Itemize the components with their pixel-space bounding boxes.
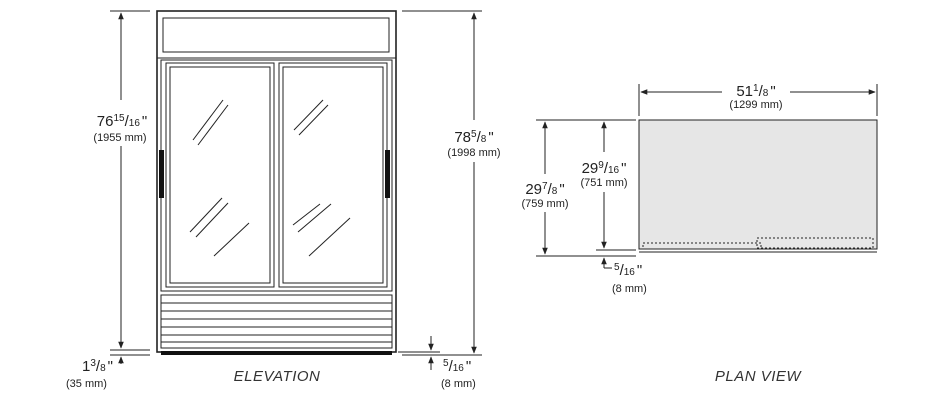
dim-door-offset: 5/16" <box>614 262 642 279</box>
elevation-caption: ELEVATION <box>234 368 321 385</box>
dim-depth-total: 297/8" <box>525 181 564 198</box>
dim-width: 511/8" <box>736 83 775 100</box>
left-door <box>165 62 275 288</box>
plan-cabinet <box>638 119 878 250</box>
leveling-base <box>161 351 392 355</box>
dim-depth-total-mm: (759 mm) <box>521 198 568 210</box>
base-grille <box>160 294 393 349</box>
left-door-handle <box>159 150 164 198</box>
left-door-glass <box>169 66 271 284</box>
elevation-view: 7615/16" (1955 mm) 13/8" (35 mm) 785/8" … <box>66 10 501 390</box>
cabinet-outline <box>156 10 397 353</box>
dim-width-mm: (1299 mm) <box>729 99 782 111</box>
right-door <box>278 62 388 288</box>
right-door-glass <box>282 66 384 284</box>
dim-depth-body-mm: (751 mm) <box>580 177 627 189</box>
dim-leg-height-mm: (35 mm) <box>66 378 107 390</box>
right-door-handle <box>385 150 390 198</box>
plan-view-caption: PLAN VIEW <box>715 368 803 385</box>
dim-depth-body: 299/16" <box>582 160 627 177</box>
grille-slats <box>161 302 392 343</box>
dim-total-height: 785/8" <box>454 129 493 146</box>
dim-foot-gap: 5/16" <box>443 358 471 375</box>
plan-left-door <box>642 242 762 250</box>
dim-inner-height-mm: (1955 mm) <box>93 132 146 144</box>
dim-inner-height: 7615/16" <box>97 113 147 130</box>
dim-leg-height: 13/8" <box>82 358 113 375</box>
glass-reflections <box>189 99 351 257</box>
plan-right-door <box>756 237 874 249</box>
dim-total-height-mm: (1998 mm) <box>447 147 500 159</box>
header-panel <box>162 17 390 53</box>
dim-foot-gap-mm: (8 mm) <box>441 378 476 390</box>
plan-view: 511/8" (1299 mm) 299/16" (751 mm) 297/8"… <box>521 83 878 385</box>
door-frame <box>160 59 393 292</box>
dim-door-offset-mm: (8 mm) <box>612 283 647 295</box>
